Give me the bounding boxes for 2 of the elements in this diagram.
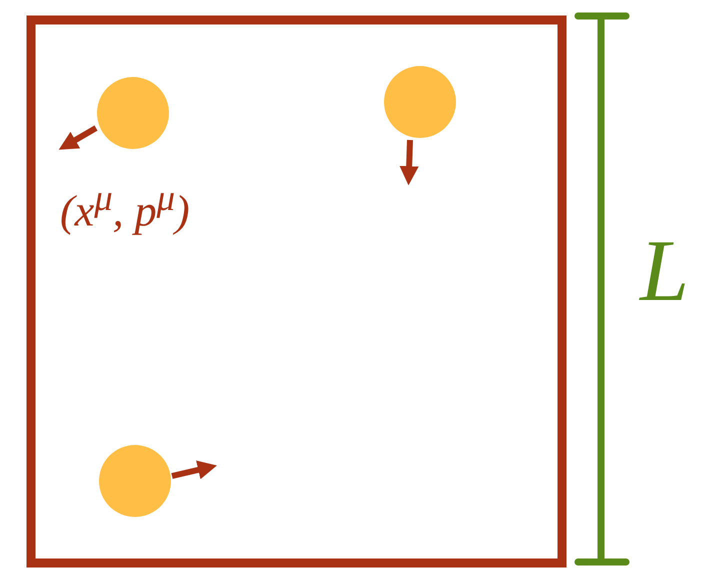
momentum-label: (x$^{μ}$, p$^{μ}$) <box>60 180 190 234</box>
length-label: L <box>640 228 689 316</box>
